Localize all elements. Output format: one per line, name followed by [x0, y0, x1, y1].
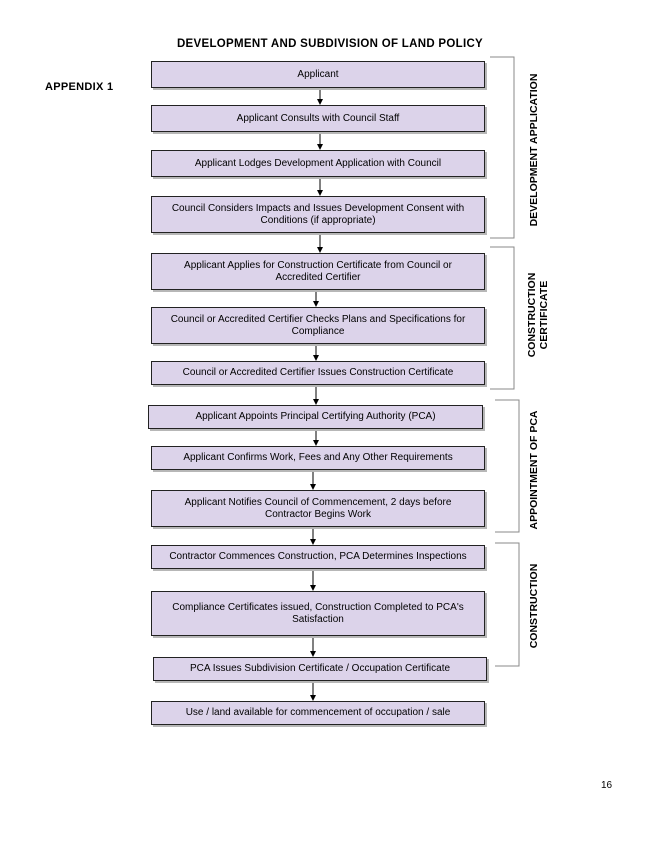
stage-bracket-4 [495, 542, 520, 667]
stage-bracket-3 [495, 399, 520, 533]
step-land-available: Use / land available for commencement of… [151, 701, 485, 725]
stage-bracket-2 [490, 246, 515, 390]
step-contractor-commences: Contractor Commences Construction, PCA D… [151, 545, 485, 569]
stage-label-construction-certificate: CONSTRUCTION CERTIFICATE [526, 272, 550, 358]
step-appoints-pca: Applicant Appoints Principal Certifying … [148, 405, 483, 429]
page-title: DEVELOPMENT AND SUBDIVISION OF LAND POLI… [176, 38, 484, 50]
step-council-considers-impacts: Council Considers Impacts and Issues Dev… [151, 196, 485, 233]
stage-bracket-1 [490, 56, 515, 239]
step-checks-plans-specifications: Council or Accredited Certifier Checks P… [151, 307, 485, 344]
step-applicant: Applicant [151, 61, 485, 88]
step-lodges-development-application: Applicant Lodges Development Application… [151, 150, 485, 177]
stage-label-development-application: DEVELOPMENT APPLICATION [528, 73, 540, 227]
stage-label-construction: CONSTRUCTION [528, 563, 540, 649]
step-applies-construction-certificate: Applicant Applies for Construction Certi… [151, 253, 485, 290]
step-compliance-certificates: Compliance Certificates issued, Construc… [151, 591, 485, 636]
stage-label-appointment-of-pca: APPOINTMENT OF PCA [528, 410, 540, 530]
step-consults-council-staff: Applicant Consults with Council Staff [151, 105, 485, 132]
appendix-label: APPENDIX 1 [45, 81, 114, 93]
step-pca-issues-certificate: PCA Issues Subdivision Certificate / Occ… [153, 657, 487, 681]
step-confirms-work-fees: Applicant Confirms Work, Fees and Any Ot… [151, 446, 485, 470]
step-issues-construction-certificate: Council or Accredited Certifier Issues C… [151, 361, 485, 385]
page-number: 16 [601, 780, 613, 791]
step-notifies-council-commencement: Applicant Notifies Council of Commenceme… [151, 490, 485, 527]
